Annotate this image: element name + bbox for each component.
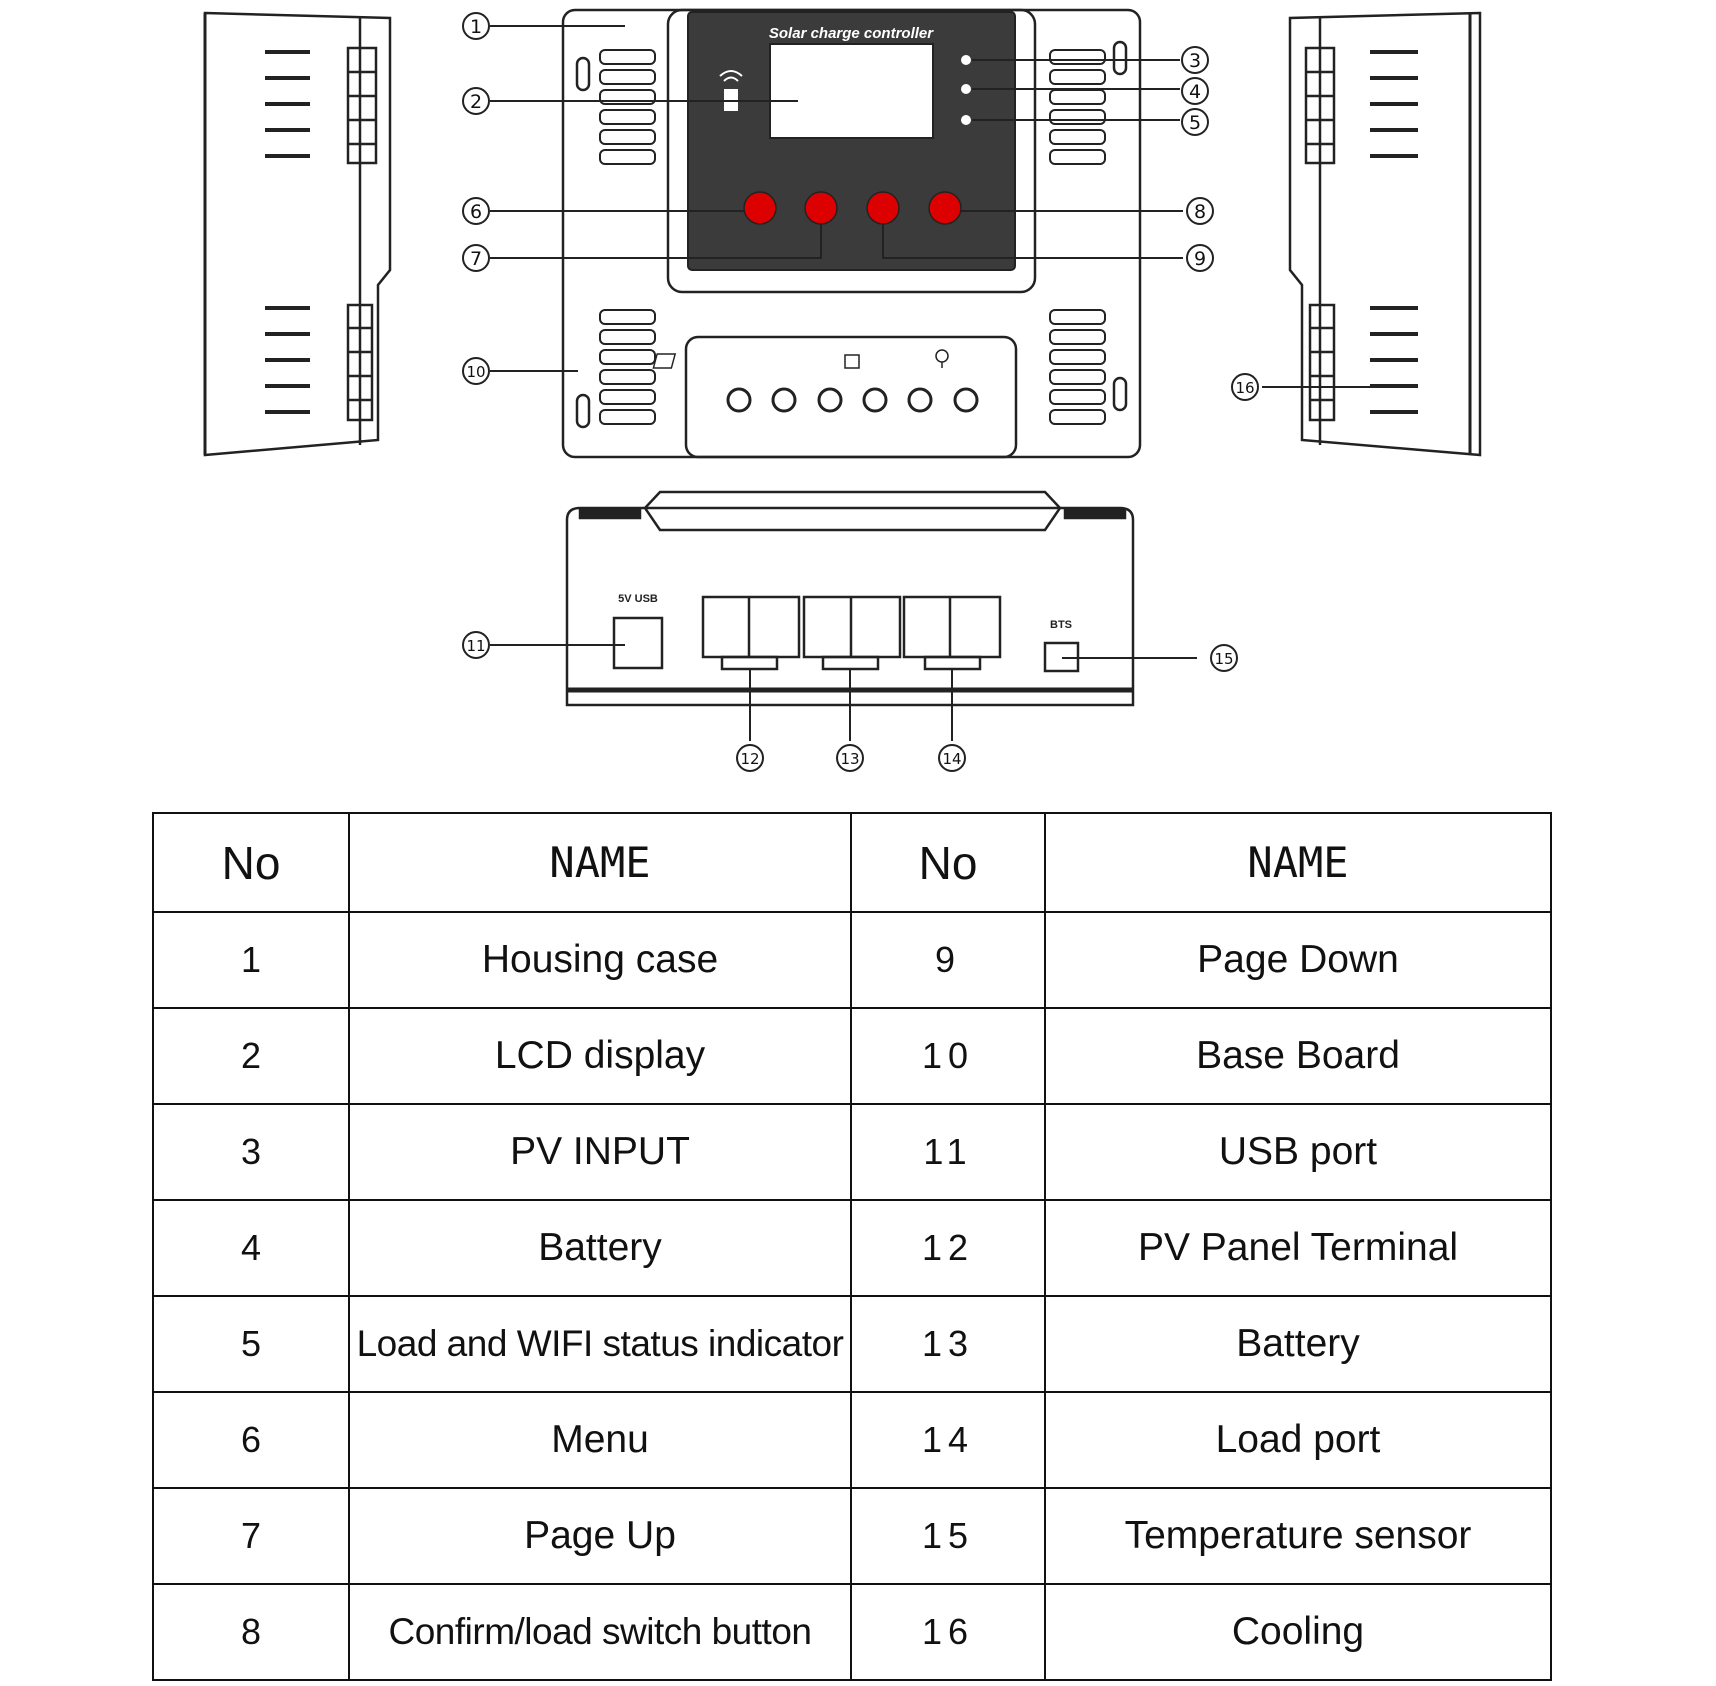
usb-label: 5V USB	[618, 593, 658, 605]
row-name-right: Battery	[1044, 1295, 1552, 1393]
callout-15: 15	[1214, 650, 1233, 668]
callout-9: 9	[1194, 248, 1206, 270]
device-title: Solar charge controller	[769, 25, 934, 42]
battery-led	[961, 84, 971, 94]
row-name-left: Page Up	[348, 1487, 852, 1585]
left-side-view	[203, 11, 392, 457]
row-no-left: 8	[152, 1583, 350, 1681]
row-no-right: 9	[850, 911, 1046, 1009]
menu-button[interactable]	[743, 191, 777, 225]
callout-3: 3	[1189, 50, 1201, 72]
header-name-left: NAME	[348, 812, 852, 913]
terminal-hole	[771, 387, 797, 413]
row-no-right: 10	[850, 1007, 1046, 1105]
callout-12: 12	[740, 750, 759, 768]
row-name-right: USB port	[1044, 1103, 1552, 1201]
row-no-left: 1	[152, 911, 350, 1009]
load-wifi-led	[961, 115, 971, 125]
row-no-left: 5	[152, 1295, 350, 1393]
terminal-hole	[953, 387, 979, 413]
terminal-hole	[907, 387, 933, 413]
row-name-left: Menu	[348, 1391, 852, 1489]
table-header-row: No NAME No NAME	[152, 812, 1552, 913]
row-name-left: Housing case	[348, 911, 852, 1009]
callout-1: 1	[470, 16, 482, 38]
solar-panel-icon	[652, 353, 677, 369]
row-no-right: 12	[850, 1199, 1046, 1297]
row-no-left: 3	[152, 1103, 350, 1201]
row-no-right: 16	[850, 1583, 1046, 1681]
pv-input-led	[961, 55, 971, 65]
row-no-right: 11	[850, 1103, 1046, 1201]
row-no-right: 15	[850, 1487, 1046, 1585]
confirm-load-button[interactable]	[928, 191, 962, 225]
pv-panel-terminal	[701, 595, 801, 659]
lcd-screen	[769, 43, 934, 139]
callout-14: 14	[942, 750, 961, 768]
row-name-left: Load and WIFI status indicator	[348, 1295, 852, 1393]
row-name-right: PV Panel Terminal	[1044, 1199, 1552, 1297]
terminal-hole	[726, 387, 752, 413]
row-no-left: 7	[152, 1487, 350, 1585]
header-name-right: NAME	[1044, 812, 1552, 913]
front-view	[561, 8, 1142, 459]
terminal-hole	[862, 387, 888, 413]
callout-7: 7	[470, 248, 482, 270]
row-no-left: 2	[152, 1007, 350, 1105]
callout-5: 5	[1189, 112, 1201, 134]
callout-2: 2	[470, 91, 482, 113]
temp-sensor-label: BTS	[1050, 619, 1072, 631]
callout-13: 13	[840, 750, 859, 768]
row-name-right: Cooling	[1044, 1583, 1552, 1681]
terminal-hole	[817, 387, 843, 413]
row-name-left: LCD display	[348, 1007, 852, 1105]
row-no-right: 13	[850, 1295, 1046, 1393]
lightbulb-icon	[935, 349, 949, 368]
callout-8: 8	[1194, 201, 1206, 223]
row-name-right: Temperature sensor	[1044, 1487, 1552, 1585]
callout-6: 6	[470, 201, 482, 223]
callout-11: 11	[466, 637, 485, 655]
controller-diagram: Solar charge controller	[203, 8, 1482, 772]
battery-icon	[844, 354, 860, 369]
front-terminal-row	[652, 349, 979, 413]
usb-port	[612, 616, 664, 670]
row-name-right: Page Down	[1044, 911, 1552, 1009]
header-no-left: No	[152, 812, 350, 913]
row-name-left: Battery	[348, 1199, 852, 1297]
row-name-left: Confirm/load switch button	[348, 1583, 852, 1681]
row-no-left: 6	[152, 1391, 350, 1489]
row-name-right: Base Board	[1044, 1007, 1552, 1105]
right-side-view	[1288, 11, 1482, 457]
row-name-left: PV INPUT	[348, 1103, 852, 1201]
row-name-right: Load port	[1044, 1391, 1552, 1489]
callout-10: 10	[466, 363, 485, 381]
page-down-button[interactable]	[866, 191, 900, 225]
page-up-button[interactable]	[804, 191, 838, 225]
header-no-right: No	[850, 812, 1046, 913]
load-port	[902, 595, 1002, 659]
callout-16: 16	[1235, 379, 1254, 397]
callout-4: 4	[1189, 81, 1201, 103]
row-no-right: 14	[850, 1391, 1046, 1489]
row-no-left: 4	[152, 1199, 350, 1297]
